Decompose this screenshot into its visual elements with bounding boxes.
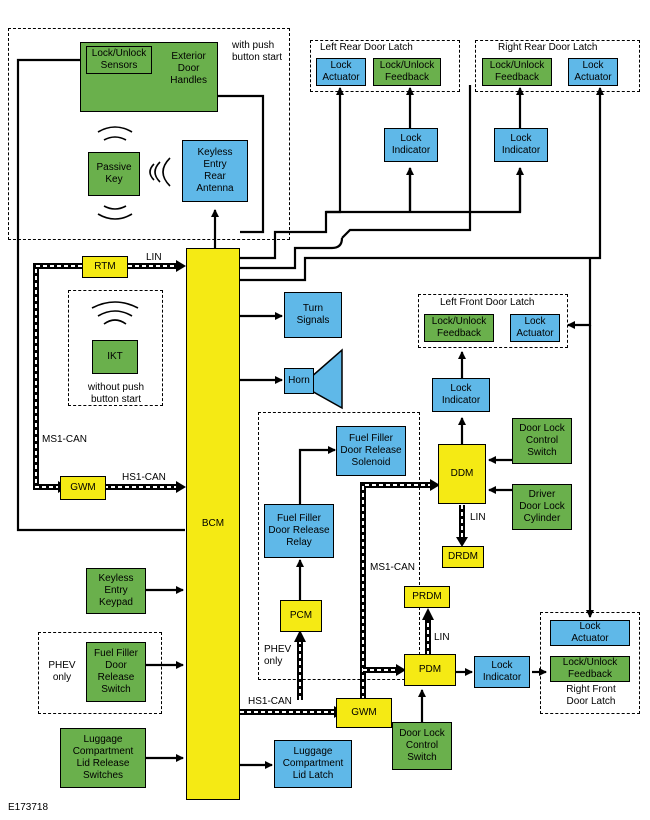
horn-box: Horn bbox=[284, 368, 314, 394]
group-label-left-rear: Left Rear Door Latch bbox=[320, 42, 413, 53]
door-lock-control-switch-top-box: Door Lock Control Switch bbox=[512, 418, 572, 464]
label-ms1-can-left: MS1-CAN bbox=[42, 434, 88, 445]
group-left-rear-latch bbox=[310, 40, 460, 92]
drdm-box: DRDM bbox=[442, 546, 484, 568]
ikt-box: IKT bbox=[92, 340, 138, 374]
lr-feedback-box: Lock/Unlock Feedback bbox=[373, 58, 441, 86]
lf-feedback-box: Lock/Unlock Feedback bbox=[424, 314, 494, 342]
group-right-front-latch bbox=[540, 612, 640, 714]
group-label-phev-switch: PHEV only bbox=[48, 660, 76, 683]
rf-feedback-box: Lock/Unlock Feedback bbox=[550, 656, 630, 682]
fuel-filler-relay-box: Fuel Filler Door Release Relay bbox=[264, 504, 334, 558]
group-left-front-latch bbox=[418, 294, 568, 348]
rtm-box: RTM bbox=[82, 256, 128, 278]
wire-to-rr-actuator bbox=[240, 87, 604, 282]
label-hs1-can-bottom: HS1-CAN bbox=[248, 696, 292, 707]
rr-feedback-box: Lock/Unlock Feedback bbox=[482, 58, 552, 86]
group-label-left-front: Left Front Door Latch bbox=[440, 297, 535, 308]
label-lin-pdm: LIN bbox=[434, 632, 450, 643]
fuel-filler-solenoid-box: Fuel Filler Door Release Solenoid bbox=[336, 426, 406, 476]
label-ms1-can-mid: MS1-CAN bbox=[370, 562, 416, 573]
keyless-entry-rear-antenna-box: Keyless Entry Rear Antenna bbox=[182, 140, 248, 202]
pdm-box: PDM bbox=[404, 654, 456, 686]
fuel-filler-door-release-switch-box: Fuel Filler Door Release Switch bbox=[86, 642, 146, 702]
arrow-lf-actuator bbox=[567, 258, 592, 329]
gwm-left-box: GWM bbox=[60, 476, 106, 500]
luggage-lid-latch-box: Luggage Compartment Lid Latch bbox=[274, 740, 352, 788]
bcm-box: BCM bbox=[186, 248, 240, 800]
lf-lock-indicator-box: Lock Indicator bbox=[432, 378, 490, 412]
group-label-phev-fuel: PHEV only bbox=[264, 644, 292, 667]
lock-unlock-sensors-box: Lock/Unlock Sensors bbox=[86, 46, 152, 74]
group-label-ikt: without push button start bbox=[87, 382, 145, 405]
wire-to-rr-feedback bbox=[240, 85, 472, 270]
pcm-box: PCM bbox=[280, 600, 322, 632]
group-exterior-push-button bbox=[8, 28, 290, 240]
rf-lock-indicator-box: Lock Indicator bbox=[474, 656, 530, 688]
bus-lines bbox=[33, 263, 465, 715]
group-ikt bbox=[68, 290, 163, 406]
wire-handles-right bbox=[218, 94, 265, 234]
group-phev-switch bbox=[38, 632, 162, 714]
gwm-bottom-box: GWM bbox=[336, 698, 392, 728]
lf-lock-actuator-box: Lock Actuator bbox=[510, 314, 560, 342]
group-label-right-rear: Right Rear Door Latch bbox=[498, 42, 598, 53]
prdm-box: PRDM bbox=[404, 586, 450, 608]
wireless-arcs bbox=[91, 126, 171, 325]
group-phev-fuel bbox=[258, 412, 420, 680]
horn-cone bbox=[309, 348, 343, 410]
lr-lock-actuator-box: Lock Actuator bbox=[316, 58, 366, 86]
passive-key-box: Passive Key bbox=[88, 152, 140, 196]
ddm-box: DDM bbox=[438, 444, 486, 504]
figure-id: E173718 bbox=[8, 802, 49, 813]
label-hs1-can-left: HS1-CAN bbox=[122, 472, 166, 483]
label-lin-ddm: LIN bbox=[470, 512, 486, 523]
luggage-release-switches-box: Luggage Compartment Lid Release Switches bbox=[60, 728, 146, 788]
wire-rr-indicator-base bbox=[326, 168, 522, 214]
door-lock-control-switch-bottom-box: Door Lock Control Switch bbox=[392, 722, 452, 770]
label-lin-rtm: LIN bbox=[146, 252, 162, 263]
rf-lock-actuator-box: Lock Actuator bbox=[550, 620, 630, 646]
turn-signals-box: Turn Signals bbox=[284, 292, 342, 338]
wire-handles-to-bcm bbox=[16, 58, 185, 532]
group-label-right-front: Right Front Door Latch bbox=[566, 684, 616, 707]
group-right-rear-latch bbox=[475, 40, 640, 92]
keyless-entry-keypad-box: Keyless Entry Keypad bbox=[86, 568, 146, 614]
driver-door-lock-cylinder-box: Driver Door Lock Cylinder bbox=[512, 484, 572, 530]
arrow-relay-solenoid bbox=[298, 446, 336, 505]
rr-lock-indicator-box: Lock Indicator bbox=[494, 128, 548, 162]
group-label-push-button: with push button start bbox=[232, 40, 283, 63]
lr-lock-indicator-box: Lock Indicator bbox=[384, 128, 438, 162]
rr-lock-actuator-box: Lock Actuator bbox=[568, 58, 618, 86]
